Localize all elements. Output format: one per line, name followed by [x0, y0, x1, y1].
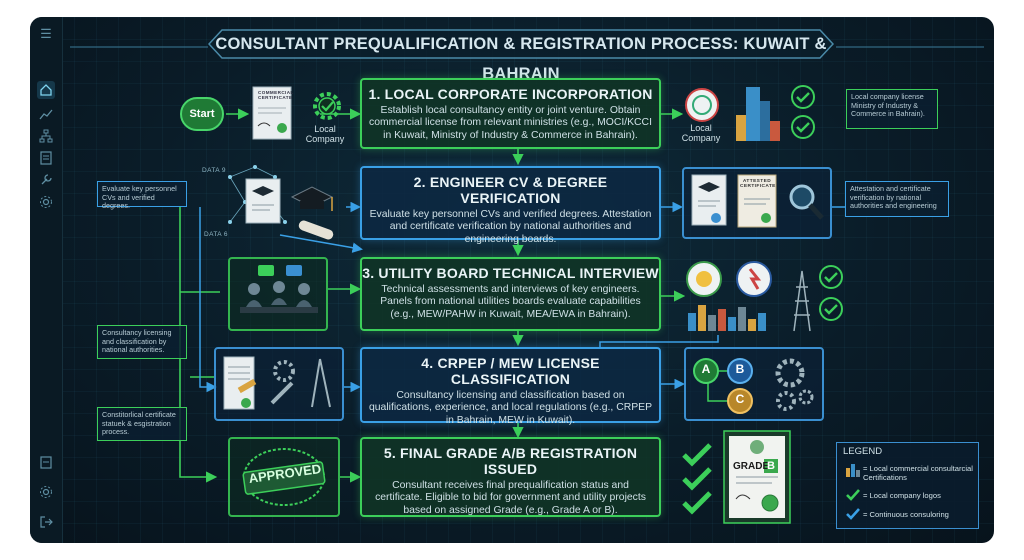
menu-icon[interactable]: ☰	[40, 26, 52, 41]
step-3-box: 3. UTILITY BOARD TECHNICAL INTERVIEW Tec…	[360, 257, 661, 331]
step-3-title: 3. UTILITY BOARD TECHNICAL INTERVIEW	[362, 265, 659, 281]
start-node: Start	[180, 97, 224, 131]
check-icons-row-3	[819, 265, 843, 321]
city-buildings-icon	[736, 87, 780, 141]
step-2-body: Evaluate key personnel CVs and verified …	[369, 209, 652, 245]
legend-green-check-icon	[846, 489, 860, 501]
note-left-3: Constitorlical certificate statuek & esg…	[97, 407, 187, 441]
title-banner: CONSULTANT PREQUALIFICATION & REGISTRATI…	[208, 29, 834, 83]
grade-caption: GRADE	[733, 461, 770, 472]
clipboard-icon[interactable]	[37, 453, 55, 471]
note-right-1: Local company license Ministry of Indust…	[846, 89, 938, 129]
document-icon[interactable]	[37, 149, 55, 167]
step-1-title: 1. LOCAL CORPORATE INCORPORATION	[368, 86, 653, 102]
step-3-body: Technical assessments and interviews of …	[380, 284, 641, 320]
step-4-body: Consultancy licensing and classification…	[368, 390, 652, 426]
blue-flow-arrows	[199, 201, 845, 393]
legend-item-2: = Local company logos	[863, 491, 941, 500]
check-icons-row-1	[791, 85, 815, 139]
step-2-box: 2. ENGINEER CV & DEGREE VERIFICATION Eva…	[360, 166, 661, 245]
hierarchy-icon[interactable]	[37, 127, 55, 145]
grade-class-b: B	[735, 362, 745, 376]
title-line-right	[836, 46, 984, 48]
legend: LEGEND = Local commercial consultarcial …	[836, 442, 979, 529]
title-line-left	[70, 46, 208, 48]
certificate-caption: COMMERCIAL CERTIFICATE	[258, 90, 294, 100]
grade-class-a: A	[701, 362, 711, 376]
legend-title: LEGEND	[843, 446, 883, 457]
step-2-title: 2. ENGINEER CV & DEGREE VERIFICATION	[413, 174, 608, 206]
commercial-certificate-icon	[252, 86, 292, 140]
attested-caption: ATTESTED CERTIFICATE	[740, 179, 776, 190]
magnifier-icon	[789, 184, 824, 220]
step-5-body: Consultant receives final prequalificati…	[375, 480, 646, 516]
sidebar: ☰	[30, 17, 63, 543]
grade-letter: B	[767, 460, 775, 472]
interview-panel	[228, 257, 328, 331]
title-frame	[208, 29, 834, 59]
grade-class-c: C	[735, 392, 745, 406]
ministry-seal-icon	[685, 88, 719, 122]
main-flow-arrows	[179, 108, 686, 483]
chart-icon[interactable]	[37, 105, 55, 123]
interview-board-icon	[240, 265, 318, 313]
legend-item-3: = Continuous consuloring	[863, 510, 949, 519]
note-left-1: Evaluate key personnel CVs and verified …	[97, 181, 187, 210]
local-company-label-right: Local Company	[681, 123, 721, 143]
gear-check-icon	[313, 92, 341, 120]
note-left-2: Consultancy licensing and classification…	[97, 325, 187, 359]
step-1-box: 1. LOCAL CORPORATE INCORPORATION Establi…	[360, 78, 661, 149]
data-label-top: DATA 9	[202, 167, 226, 174]
step-1-body: Establish local consultancy entity or jo…	[369, 105, 652, 141]
home-icon[interactable]	[37, 81, 55, 99]
attested-certificate-icon	[737, 174, 777, 228]
data-label-bottom: DATA 6	[204, 231, 228, 238]
step-4-box: 4. CRPEP / MEW LICENSE CLASSIFICATION Co…	[360, 347, 661, 426]
approved-stamp-icon	[242, 448, 326, 506]
final-checks-icon	[682, 443, 712, 515]
degree-documents-icon	[245, 178, 334, 240]
diagram-frame: ☰ CONSULTANT PREQUALIFICATION & REGISTRA…	[30, 17, 994, 543]
settings-icon[interactable]	[37, 193, 55, 211]
grade-certificate-icon	[723, 430, 791, 524]
legend-buildings-icon	[846, 464, 860, 477]
local-company-label-left: Local Company	[305, 124, 345, 144]
grade-classes-diagram	[693, 358, 814, 414]
page-title: CONSULTANT PREQUALIFICATION & REGISTRATI…	[215, 35, 827, 83]
logout-icon[interactable]	[37, 513, 55, 531]
connector-layer	[179, 108, 845, 483]
wrench-icon[interactable]	[37, 171, 55, 189]
utility-boards-icon	[686, 261, 811, 332]
step-4-title: 4. CRPEP / MEW LICENSE CLASSIFICATION	[421, 355, 600, 387]
verified-degree-icon	[691, 174, 727, 226]
step-5-title: 5. FINAL GRADE A/B REGISTRATION ISSUED	[383, 445, 638, 477]
licensing-tools-icon	[223, 356, 331, 410]
note-right-2: Attestation and certificate verification…	[845, 181, 949, 217]
legend-blue-check-icon	[846, 508, 860, 520]
gear-icon[interactable]	[37, 483, 55, 501]
legend-item-1: = Local commercial consultarcial Certifi…	[863, 464, 973, 482]
step-5-box: 5. FINAL GRADE A/B REGISTRATION ISSUED C…	[360, 437, 661, 517]
